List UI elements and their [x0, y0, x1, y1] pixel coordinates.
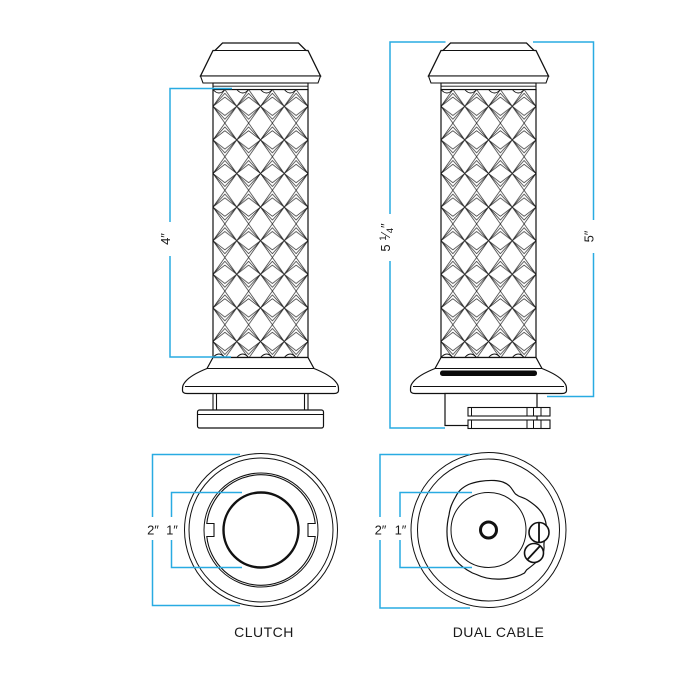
clutch-grip-base-collar: [196, 409, 325, 429]
clutch-grip-body: [181, 42, 340, 395]
dimension-2-inch-clutch: 2″: [147, 453, 240, 607]
dual-outer-circle: [410, 452, 567, 608]
cable-adjuster-upper: [467, 406, 551, 417]
cable-adjuster-screw-top: [528, 521, 550, 544]
dimension-2-inch-clutch-line: [151, 453, 240, 607]
clutch-outer-circle: [184, 453, 338, 607]
dimension-4-inch-label: 4″: [158, 233, 173, 245]
dual-cable-grip-side-view: 5 1⁄4″ 5″: [378, 41, 597, 430]
clutch-grip-side-view: 4″: [158, 42, 340, 429]
dimension-1-inch-dual-label: 1″: [395, 523, 407, 538]
dimension-1-inch-clutch: 1″: [166, 491, 242, 569]
dual-center-hole: [479, 520, 498, 540]
cable-adjusters: [467, 406, 551, 430]
clutch-end-view: 2″ 1″ CLUTCH: [147, 453, 338, 640]
dimension-5-inch: 5″: [533, 41, 597, 398]
clutch-label: CLUTCH: [234, 624, 294, 640]
dimension-4-inch: 4″: [158, 87, 232, 358]
dual-cable-end-view: 2″ 1″ DUAL CABLE: [375, 452, 567, 640]
dimension-2-inch-clutch-label: 2″: [147, 523, 159, 538]
dimension-1-inch-dual-line: [399, 491, 472, 569]
cable-adjuster-lower: [467, 419, 551, 430]
dual-cable-grip-body: [409, 42, 568, 395]
dimension-2-inch-dual-line: [379, 453, 470, 609]
dimension-5-quarter-inch-line: [389, 41, 446, 429]
cable-adjuster-screw-bottom: [523, 542, 545, 564]
dimension-2-inch-dual: 2″: [375, 453, 470, 609]
clutch-outer-inner-circle: [188, 457, 334, 603]
flange-rubber-band: [440, 370, 537, 376]
dimension-1-inch-dual: 1″: [395, 491, 472, 569]
clutch-bore-circle: [222, 491, 300, 569]
screw-slot-diagonal: [526, 545, 541, 561]
dimension-1-inch-clutch-line: [170, 491, 242, 569]
dual-inner-circle: [450, 492, 527, 568]
clutch-ring-outer-circle: [203, 472, 319, 588]
dimension-5-quarter-inch: 5 1⁄4″: [378, 41, 446, 429]
dimension-1-inch-clutch-label: 1″: [166, 523, 178, 538]
dimension-5-inch-label: 5″: [582, 230, 597, 242]
clutch-grip-sleeve-end: [212, 393, 309, 410]
dimension-5-inch-line: [533, 41, 595, 398]
dual-cable-label: DUAL CABLE: [453, 624, 545, 640]
dual-outer-inner-circle: [417, 458, 560, 602]
cable-adjuster-upper-dividers: [471, 407, 542, 416]
dimension-2-inch-dual-label: 2″: [375, 523, 387, 538]
clutch-keyed-ring: [206, 474, 316, 586]
dimension-5-quarter-inch-label: 5 1⁄4″: [378, 223, 396, 252]
cable-adjuster-lower-dividers: [471, 420, 542, 429]
dimension-4-inch-line: [169, 87, 232, 358]
